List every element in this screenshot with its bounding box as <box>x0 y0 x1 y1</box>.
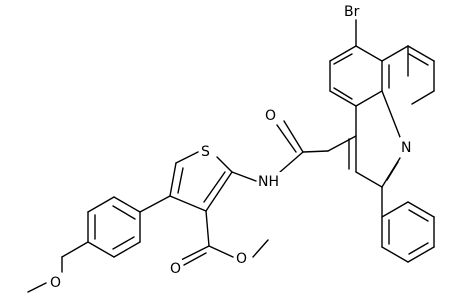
bond-th-c4-c3 <box>169 195 207 212</box>
bond-amide-c-ring <box>302 150 329 153</box>
bond-ph-1 <box>381 201 409 218</box>
bond-ar-1b <box>112 205 136 220</box>
atom-nh: NH <box>258 174 279 190</box>
bond-q-10 <box>329 90 357 107</box>
bonds <box>27 19 435 293</box>
atom-labels: Br N O NH S O O O <box>48 3 413 291</box>
bond-ar-4 <box>87 241 115 258</box>
atom-o-ester-carbonyl: O <box>170 261 181 277</box>
bond-q-4 <box>381 45 409 62</box>
bond-ph-2b <box>408 209 429 222</box>
bond-q-7 <box>411 90 435 105</box>
bond-ester-co <box>180 245 210 261</box>
atom-o-methoxy: O <box>50 275 61 291</box>
bond-q-3 <box>355 45 383 62</box>
bond-th-c3-c2 <box>205 171 233 212</box>
bond-ester-ome <box>252 239 269 258</box>
bond-q-10b <box>333 87 353 100</box>
bond-ester-o <box>208 245 234 258</box>
bond-th-c5-c4 <box>169 162 177 197</box>
bond-amide-co-b <box>276 124 297 153</box>
bond-ar-1 <box>113 196 141 213</box>
bond-ar-link <box>139 195 171 213</box>
bond-ph-2 <box>407 201 435 218</box>
bond-ester-c3 <box>205 210 210 247</box>
bond-q-1 <box>329 45 357 62</box>
bond-ester-co-b <box>183 252 207 266</box>
atom-o-amide: O <box>265 108 276 124</box>
bond-th-c3-c2b <box>203 171 226 203</box>
bond-ph-5 <box>381 246 409 263</box>
bond-ar-5 <box>113 241 141 258</box>
atom-s: S <box>201 144 210 160</box>
bond-q-11 <box>355 90 383 107</box>
bond-ar-o <box>61 241 89 258</box>
bond-ar-2 <box>87 196 115 213</box>
bond-th-s-c5 <box>175 151 199 164</box>
bond-p-2 <box>381 90 401 138</box>
bond-o-me <box>27 282 47 293</box>
bond-ph-4b <box>408 242 429 255</box>
atom-o-ester-ether: O <box>236 251 247 267</box>
bond-nh-c2 <box>231 171 257 182</box>
atom-br: Br <box>344 4 360 20</box>
bond-amide-c-n <box>279 151 304 173</box>
bond-ph-4 <box>407 246 435 263</box>
bond-amide-co <box>283 120 304 153</box>
bond-p-6 <box>327 135 357 152</box>
bond-q-1b <box>333 53 353 65</box>
bond-p-4 <box>355 171 383 188</box>
bond-th-s-c2 <box>216 156 233 173</box>
bond-p-5b <box>386 161 399 181</box>
bond-th-c5-c4b <box>177 167 184 194</box>
bond-ar-5b <box>112 236 135 250</box>
atom-n-quinoline: N <box>401 140 411 156</box>
bond-q-5 <box>407 45 435 62</box>
bond-q-5b <box>408 53 429 66</box>
